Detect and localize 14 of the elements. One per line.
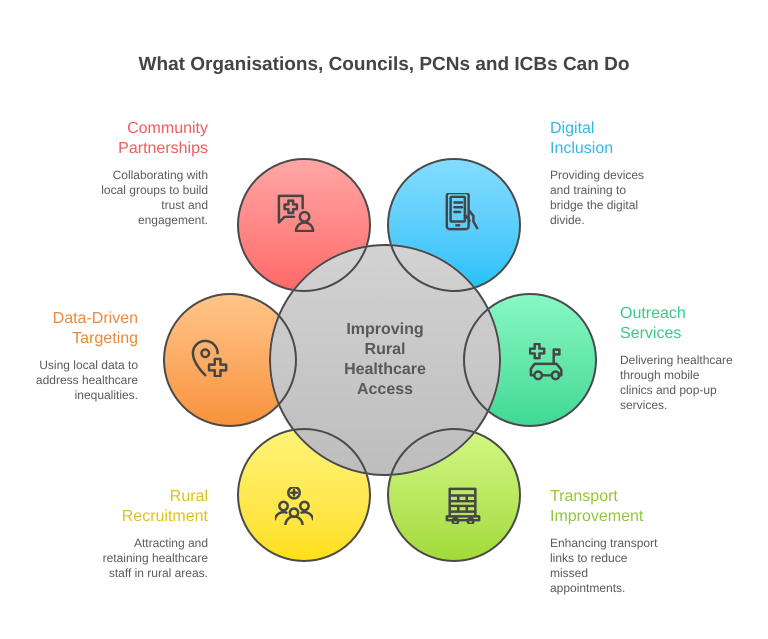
- category-heading: Rural Recruitment: [120, 487, 208, 527]
- category-heading: Community Partnerships: [117, 119, 208, 159]
- category-description: Delivering healthcare through mobile clinics and pop-up services.: [620, 353, 734, 413]
- category-description: Providing devices and training to bridge the digital divide.: [550, 168, 646, 228]
- category-heading: Transport Improvement: [550, 487, 644, 527]
- central-heading: Improving Rural Healthcare Access: [343, 320, 427, 400]
- category-description: Attracting and retaining healthcare staff in rural areas.: [102, 536, 208, 581]
- diagram-title: What Organisations, Councils, PCNs and ICBs Can Do: [138, 53, 630, 77]
- category-heading: Digital Inclusion: [550, 119, 614, 159]
- category-heading: Data-Driven Targeting: [52, 309, 138, 349]
- category-description: Collaborating with local groups to build trust and engagement.: [100, 168, 208, 228]
- category-description: Using local data to address healthcare inequalities.: [34, 358, 138, 403]
- category-heading: Outreach Services: [620, 304, 687, 344]
- category-description: Enhancing transport links to reduce missed appointments.: [550, 536, 658, 596]
